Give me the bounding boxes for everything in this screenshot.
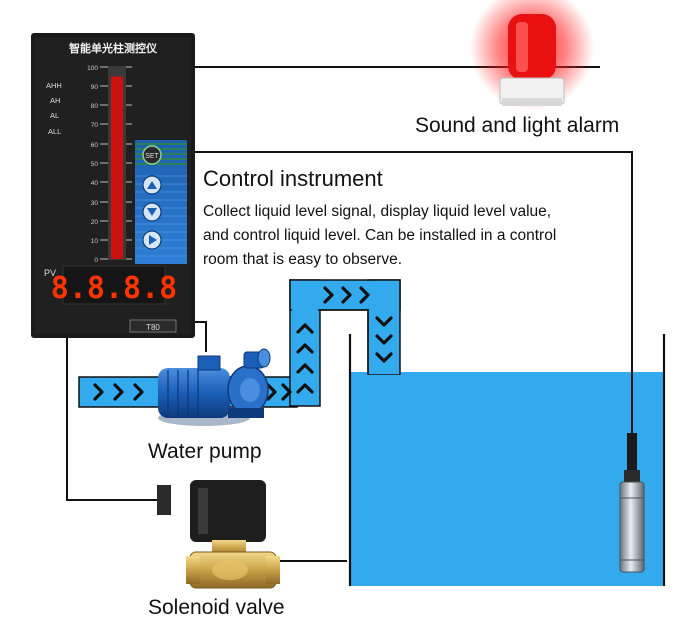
tank-walls bbox=[348, 334, 666, 586]
scale-tick-label: 20 bbox=[91, 219, 99, 226]
control-description-line: and control liquid level. Can be install… bbox=[203, 227, 557, 244]
control-description-line: Collect liquid level signal, display liq… bbox=[203, 203, 552, 220]
scale-tick-label: 100 bbox=[87, 65, 98, 72]
pv-label: PV bbox=[44, 268, 56, 278]
scale-tick-label: 70 bbox=[91, 122, 99, 129]
instrument-title: 智能单光柱测控仪 bbox=[69, 41, 158, 55]
scale-tick-label: 40 bbox=[91, 180, 99, 187]
scale-tick-label: 90 bbox=[91, 84, 99, 91]
alarm-level-ah: AH bbox=[50, 96, 60, 105]
scale-ticks-marks bbox=[100, 66, 132, 260]
level-sensor-probe[interactable] bbox=[619, 433, 645, 573]
digit-display bbox=[62, 265, 166, 305]
scale-tick-label: 50 bbox=[91, 161, 99, 168]
water-pump[interactable] bbox=[158, 348, 271, 426]
scale-tick-label: 60 bbox=[91, 142, 99, 149]
set-button[interactable]: SET bbox=[142, 145, 162, 165]
control-description-line: room that is easy to observe. bbox=[203, 251, 403, 268]
alarm-level-ahh: AHH bbox=[46, 81, 62, 90]
alarm-label: Sound and light alarm bbox=[415, 114, 620, 137]
flow-arrows bbox=[93, 286, 393, 401]
level-bar-fill bbox=[111, 76, 123, 259]
water-pump-label: Water pump bbox=[148, 440, 262, 463]
control-instrument[interactable]: SET 智能单光柱测控仪 AHH AH AL ALL 100 90 80 70 … bbox=[31, 33, 195, 338]
down-arrow-icon[interactable] bbox=[142, 202, 162, 222]
scale-tick-label: 10 bbox=[91, 238, 99, 245]
alarm-beacon[interactable] bbox=[470, 0, 594, 110]
up-arrow-icon[interactable] bbox=[142, 175, 162, 195]
solenoid-valve[interactable] bbox=[157, 480, 280, 589]
control-instrument-title: Control instrument bbox=[203, 166, 383, 191]
tank-water bbox=[350, 372, 664, 586]
set-button-label: SET bbox=[145, 153, 159, 160]
alarm-level-al: AL bbox=[50, 111, 59, 120]
signal-wires bbox=[66, 66, 633, 562]
digit-readout: 8.8.8.8 bbox=[51, 271, 177, 306]
scale-tick-label: 30 bbox=[91, 200, 99, 207]
scale-tick-label: 80 bbox=[91, 103, 99, 110]
model-label: T80 bbox=[146, 323, 160, 332]
scale-tick-label: 0 bbox=[94, 257, 98, 264]
solenoid-valve-label: Solenoid valve bbox=[148, 596, 285, 619]
right-arrow-icon[interactable] bbox=[142, 230, 162, 250]
alarm-level-all: ALL bbox=[48, 127, 61, 136]
